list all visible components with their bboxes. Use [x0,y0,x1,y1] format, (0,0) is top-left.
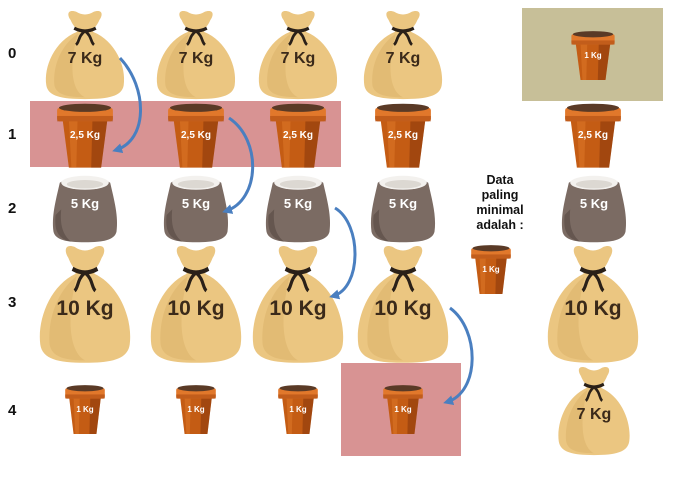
item-r0-c2: 7 Kg [253,8,343,100]
item-r2-c0: 5 Kg [50,173,120,243]
row-label-3: 3 [8,294,17,311]
item-r1-c2: 2,5 Kg [267,101,329,169]
weight-label: 1 Kg [76,405,94,414]
weight-label: 2,5 Kg [282,130,313,141]
item-r0-c3: 7 Kg [358,8,448,100]
weight-label: 10 Kg [269,297,327,321]
arrow [443,306,474,406]
weight-label: 1 Kg [187,405,205,414]
weight-label: 1 Kg [584,51,602,60]
note-line: adalah : [476,218,524,232]
weight-label: 2,5 Kg [180,130,211,141]
item-r1-c1: 2,5 Kg [165,101,227,169]
weight-label: 2,5 Kg [387,130,418,141]
weight-label: 1 Kg [289,405,307,414]
weight-label: 1 Kg [394,405,412,414]
item-r2-c3: 5 Kg [368,173,438,243]
row-label-4: 4 [8,402,17,419]
weight-label: 5 Kg [70,195,100,211]
arrow [222,116,255,214]
weight-label: 10 Kg [167,297,225,321]
item-r0-c1: 7 Kg [151,8,241,100]
weight-label: 5 Kg [388,195,418,211]
sorted-item-3: 7 Kg [553,364,635,456]
sorted-item-0: 2,5 Kg [562,101,624,169]
item-r4-c2: 1 Kg [276,383,320,435]
item-r2-c2: 5 Kg [263,173,333,243]
item-r0-c0: 7 Kg [40,8,130,100]
row-label-1: 1 [8,126,17,143]
sorted-item-1: 5 Kg [559,173,629,243]
weight-label: 7 Kg [576,405,612,423]
weight-label: 5 Kg [283,195,313,211]
arrow [112,56,142,153]
item-r2-c1: 5 Kg [161,173,231,243]
item-r1-c3: 2,5 Kg [372,101,434,169]
item-r3-c1: 10 Kg [144,242,248,364]
weight-label: 1 Kg [482,265,500,274]
sorted-item-2: 10 Kg [541,242,645,364]
weight-label: 2,5 Kg [577,130,608,141]
note-line: minimal [476,203,524,217]
note-line: Data [486,173,514,187]
weight-label: 5 Kg [181,195,211,211]
item-r3-c0: 10 Kg [33,242,137,364]
result-item: 1 Kg [569,29,617,81]
item-r4-c1: 1 Kg [174,383,218,435]
weight-label: 10 Kg [56,297,114,321]
item-r4-c3: 1 Kg [381,383,425,435]
weight-label: 7 Kg [280,49,316,67]
note-line: paling [481,188,519,202]
weight-label: 2,5 Kg [69,130,100,141]
weight-label: 10 Kg [564,297,622,321]
row-label-0: 0 [8,45,17,62]
row-label-2: 2 [8,200,17,217]
item-r4-c0: 1 Kg [63,383,107,435]
weight-label: 7 Kg [67,49,103,67]
item-r3-c3: 10 Kg [351,242,455,364]
arrow [329,206,357,300]
weight-label: 10 Kg [374,297,432,321]
weight-label: 5 Kg [579,195,609,211]
weight-label: 7 Kg [178,49,214,67]
item-r3-c2: 10 Kg [246,242,350,364]
weight-label: 7 Kg [385,49,421,67]
minimum-note: Data paling minimal adalah : [462,173,538,233]
note-item: 1 Kg [469,243,513,295]
item-r1-c0: 2,5 Kg [54,101,116,169]
